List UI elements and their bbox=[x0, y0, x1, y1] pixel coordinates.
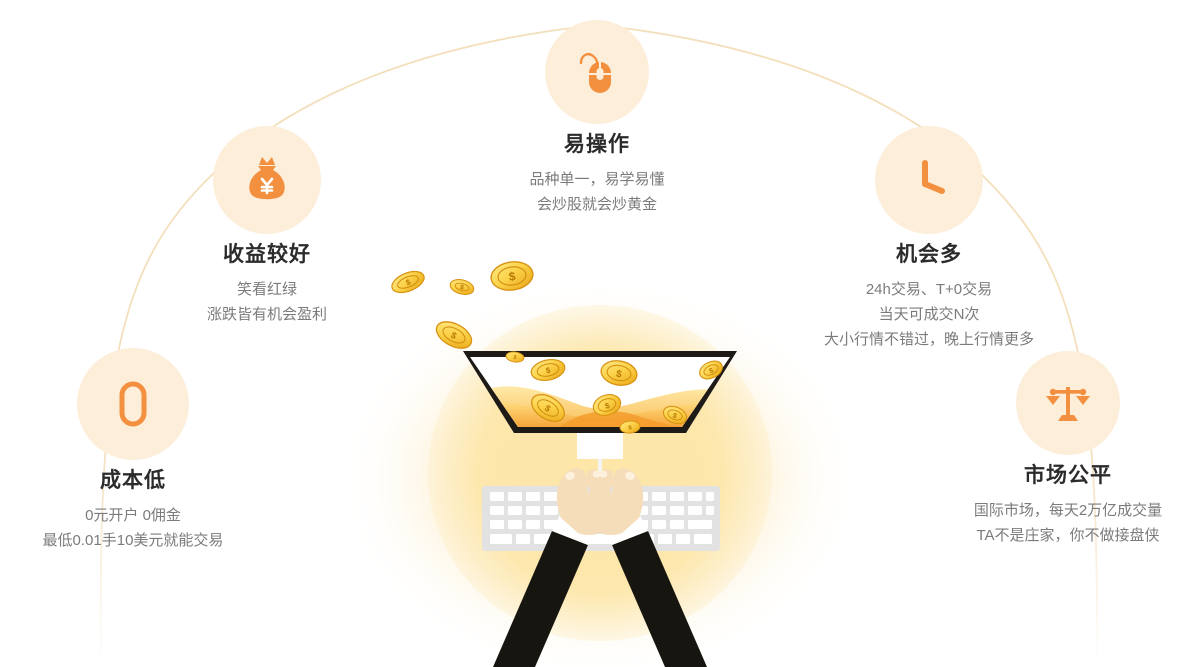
feature-icon-bubble-good-return bbox=[213, 126, 321, 234]
feature-desc-cost-low: 0元开户 0佣金 最低0.01手10美元就能交易 bbox=[0, 503, 313, 553]
feature-text-cost-low: 成本低 0元开户 0佣金 最低0.01手10美元就能交易 bbox=[0, 466, 313, 553]
feature-desc-line: 24h交易、T+0交易 bbox=[865, 281, 993, 298]
feature-desc-line: TA不是庄家，你不做接盘侠 bbox=[976, 527, 1160, 544]
feature-icon-bubble-easy-operate bbox=[545, 20, 649, 124]
svg-text:$: $ bbox=[459, 284, 465, 292]
svg-text:$: $ bbox=[404, 277, 412, 287]
shirt-cuffs bbox=[552, 515, 648, 545]
suit-sleeves bbox=[493, 531, 707, 667]
feature-desc-line: 大小行情不错过，晚上行情更多 bbox=[823, 331, 1034, 348]
feature-title-fair-market: 市场公平 bbox=[1024, 464, 1112, 487]
svg-text:$: $ bbox=[708, 367, 715, 375]
svg-text:$: $ bbox=[545, 366, 552, 376]
feature-text-good-return: 收益较好 笑看红绿 涨跌皆有机会盈利 bbox=[87, 240, 447, 327]
svg-text:$: $ bbox=[508, 269, 517, 284]
monitor-neck bbox=[577, 433, 623, 459]
feature-title-good-return: 收益较好 bbox=[223, 243, 311, 266]
feature-icon-bubble-fair-market bbox=[1016, 351, 1120, 455]
svg-text:$: $ bbox=[628, 425, 633, 431]
feature-text-many-chances: 机会多 24h交易、T+0交易 当天可成交N次 大小行情不错过，晚上行情更多 bbox=[749, 240, 1109, 352]
feature-desc-line: 最低0.01手10美元就能交易 bbox=[42, 532, 224, 549]
feature-icon-bubble-cost-low bbox=[77, 348, 189, 460]
feature-title-many-chances: 机会多 bbox=[896, 243, 962, 266]
svg-text:$: $ bbox=[513, 355, 517, 361]
svg-text:$: $ bbox=[543, 403, 553, 414]
zero-digit-icon bbox=[119, 381, 147, 427]
feature-desc-many-chances: 24h交易、T+0交易 当天可成交N次 大小行情不错过，晚上行情更多 bbox=[749, 277, 1109, 352]
feature-desc-line: 0元开户 0佣金 bbox=[85, 507, 181, 524]
svg-text:$: $ bbox=[604, 401, 612, 411]
svg-text:$: $ bbox=[615, 369, 623, 381]
feature-title-cost-low: 成本低 bbox=[100, 469, 166, 492]
balance-scale-icon bbox=[1046, 387, 1090, 421]
feature-text-fair-market: 市场公平 国际市场，每天2万亿成交量 TA不是庄家，你不做接盘侠 bbox=[888, 461, 1200, 548]
feature-desc-good-return: 笑看红绿 涨跌皆有机会盈利 bbox=[87, 277, 447, 327]
svg-text:$: $ bbox=[449, 330, 458, 341]
fingernails bbox=[565, 470, 635, 481]
central-illustration: $ $ $ $ $ bbox=[338, 261, 862, 667]
monitor-stand bbox=[598, 459, 602, 481]
feature-desc-line: 当天可成交N次 bbox=[878, 306, 980, 323]
computer-mouse-icon bbox=[579, 53, 611, 93]
feature-desc-line: 国际市场，每天2万亿成交量 bbox=[973, 502, 1163, 519]
feature-text-easy-operate: 易操作 品种单一，易学易懂 会炒股就会炒黄金 bbox=[417, 130, 777, 217]
feature-title-easy-operate: 易操作 bbox=[564, 133, 630, 156]
feature-desc-line: 笑看红绿 bbox=[236, 281, 297, 298]
feature-desc-easy-operate: 品种单一，易学易懂 会炒股就会炒黄金 bbox=[417, 167, 777, 217]
gold-coins: $ $ $ $ $ bbox=[391, 261, 723, 434]
hands bbox=[556, 467, 644, 536]
feature-desc-line: 涨跌皆有机会盈利 bbox=[206, 306, 327, 323]
svg-text:$: $ bbox=[671, 412, 677, 420]
clock-icon bbox=[922, 160, 945, 194]
feature-desc-line: 会炒股就会炒黄金 bbox=[536, 196, 657, 213]
feature-desc-line: 品种单一，易学易懂 bbox=[529, 171, 665, 188]
money-bag-icon bbox=[249, 157, 285, 200]
feature-icon-bubble-many-chances bbox=[875, 126, 983, 234]
feature-desc-fair-market: 国际市场，每天2万亿成交量 TA不是庄家，你不做接盘侠 bbox=[888, 498, 1200, 548]
